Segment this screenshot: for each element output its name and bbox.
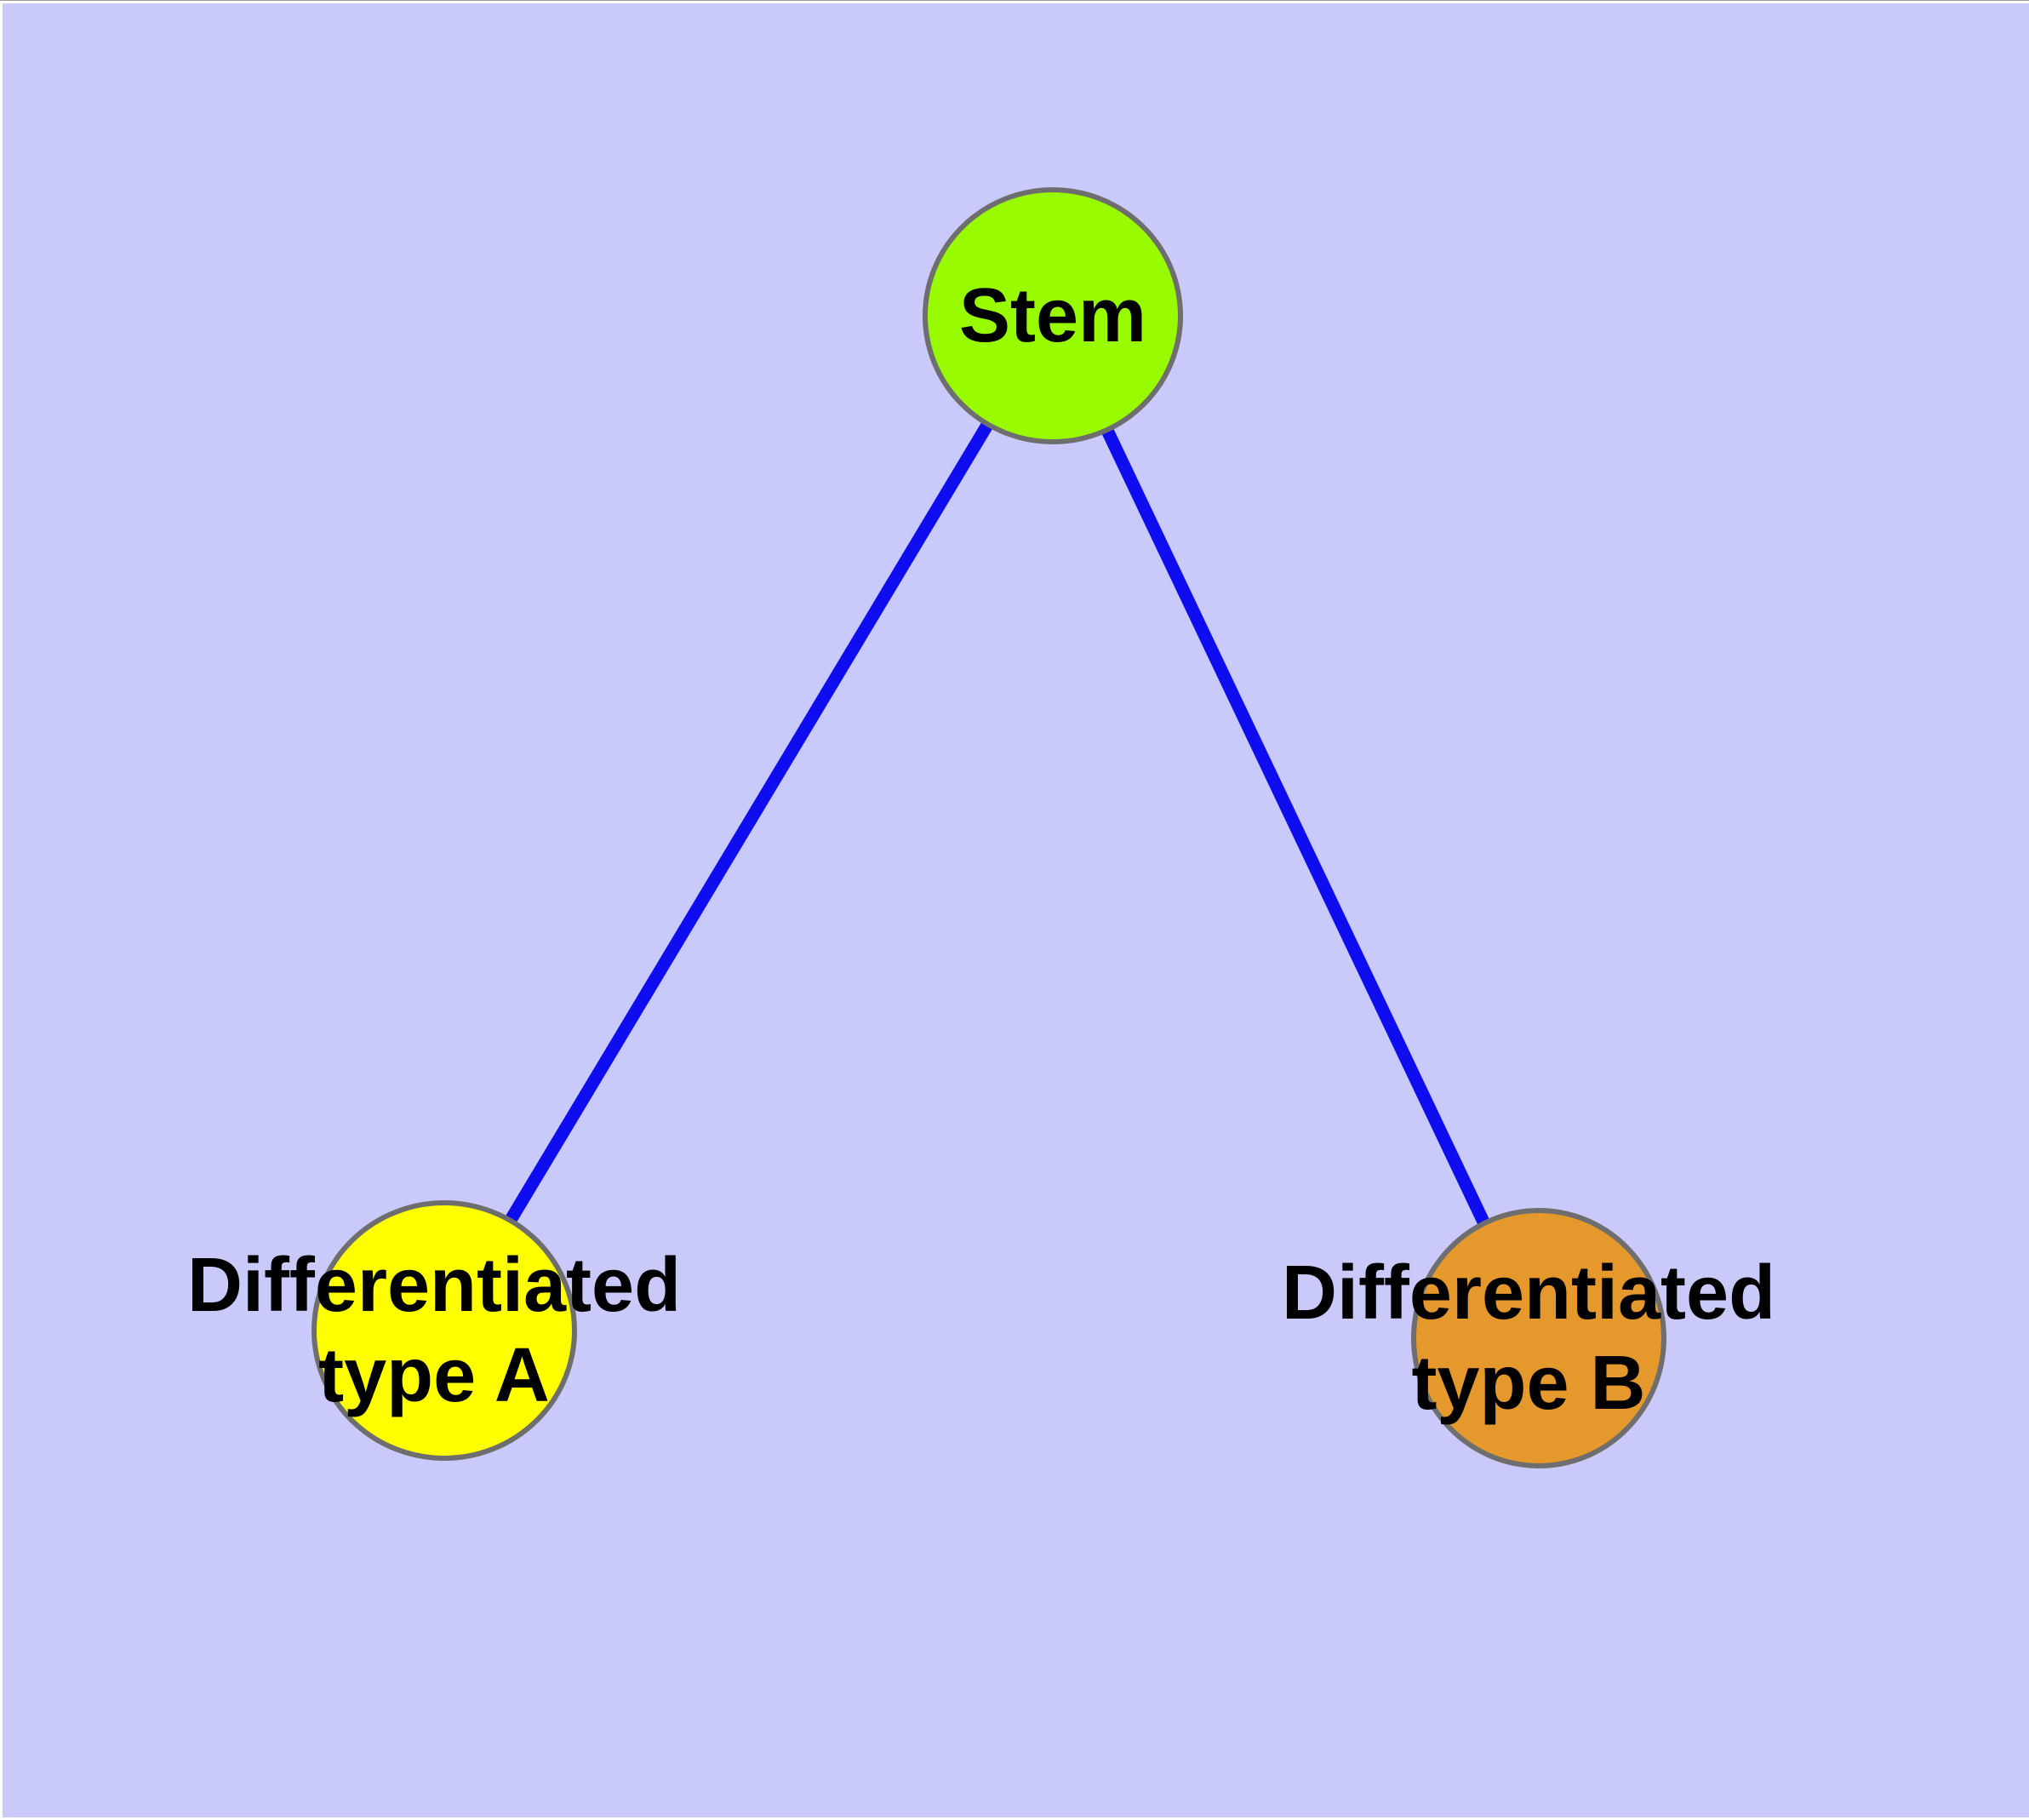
edge-stem-to-differentiated-type-b (1047, 312, 1545, 1342)
node-differentiated-type-a[interactable] (311, 1200, 577, 1461)
graph-drawing (311, 187, 1666, 1468)
graph-canvas: Stem Differentiated type A Differentiate… (3, 3, 2029, 1817)
node-differentiated-type-b[interactable] (1411, 1208, 1666, 1468)
edge-stem-to-differentiated-type-a (438, 312, 1059, 1334)
node-stem[interactable] (923, 187, 1183, 444)
